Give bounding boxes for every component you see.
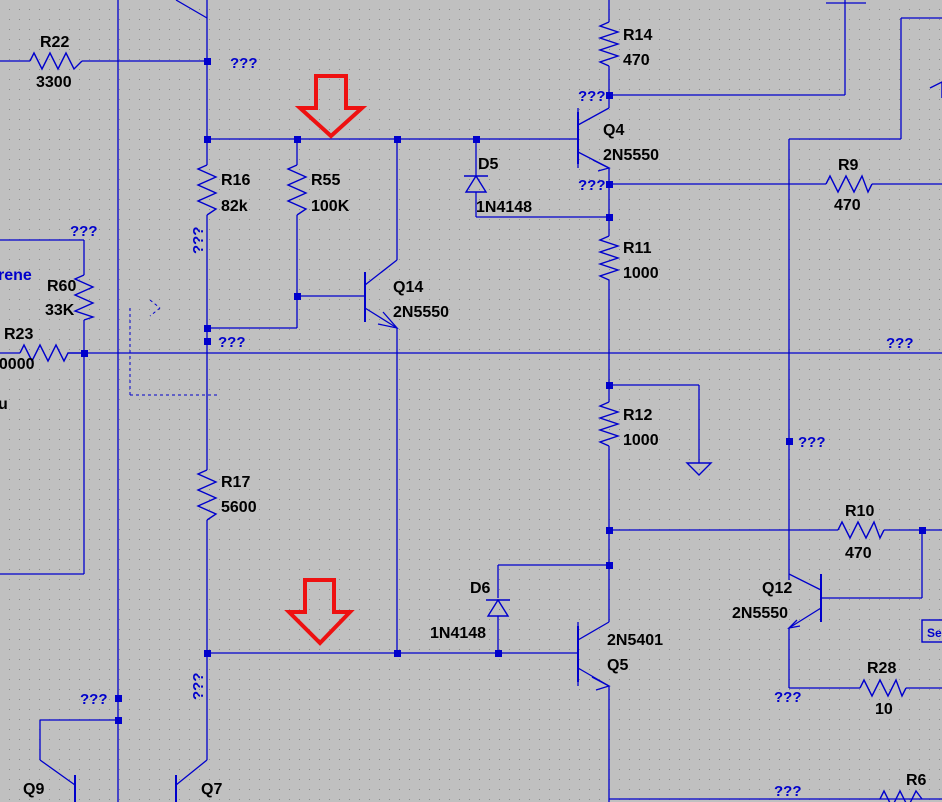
net-label: ??? — [80, 691, 108, 708]
d5-ref: D5 — [478, 156, 499, 173]
r16-value: 82k — [221, 198, 248, 215]
junction-dots — [81, 58, 926, 724]
net-label: ??? — [774, 783, 802, 800]
r60-value: 33K — [45, 302, 75, 319]
r28-ref: R28 — [867, 660, 896, 677]
q5-value: 2N5401 — [607, 632, 663, 649]
arrow-down-icon — [294, 74, 368, 139]
resistor-symbols — [19, 21, 923, 802]
component-labels: R22 3300 R16 82k R55 100K R17 5600 R60 3… — [0, 27, 927, 798]
r55-value: 100K — [311, 198, 350, 215]
r14-ref: R14 — [623, 27, 652, 44]
q4-ref: Q4 — [603, 122, 624, 139]
net-label: ??? — [190, 227, 207, 255]
r17-value: 5600 — [221, 499, 257, 516]
r22-value: 3300 — [36, 74, 72, 91]
r10-value: 470 — [845, 545, 872, 562]
r28-value: 10 — [875, 701, 893, 718]
net-label: ??? — [578, 177, 606, 194]
q4-value: 2N5550 — [603, 147, 659, 164]
r10-ref: R10 — [845, 503, 874, 520]
r9-ref: R9 — [838, 157, 859, 174]
net-label: ??? — [230, 55, 258, 72]
net-label: ??? — [190, 673, 207, 701]
r23-ref: R23 — [4, 326, 33, 343]
r11-ref: R11 — [623, 240, 652, 257]
q12-value: 2N5550 — [732, 605, 788, 622]
q12-ref: Q12 — [762, 580, 792, 597]
r55-ref: R55 — [311, 172, 340, 189]
q7-ref: Q7 — [201, 781, 222, 798]
partial-label: u — [0, 396, 8, 413]
q14-value: 2N5550 — [393, 304, 449, 321]
q9-ref: Q9 — [23, 781, 44, 798]
q14-ref: Q14 — [393, 279, 423, 296]
r12-ref: R12 — [623, 407, 652, 424]
net-label: ??? — [70, 223, 98, 240]
d5-value: 1N4148 — [476, 199, 532, 216]
transistor-bars — [74, 112, 822, 802]
annotation-arrows — [284, 74, 368, 646]
net-label: ??? — [774, 689, 802, 706]
r60-ref: R60 — [47, 278, 76, 295]
arrow-down-icon — [284, 578, 355, 646]
r6-ref: R6 — [906, 772, 927, 789]
r12-value: 1000 — [623, 432, 659, 449]
r11-value: 1000 — [623, 265, 659, 282]
net-label: ??? — [886, 335, 914, 352]
r23-value: 10000 — [0, 356, 35, 373]
transistor-leads — [364, 159, 801, 691]
r16-ref: R16 — [221, 172, 250, 189]
r14-value: 470 — [623, 52, 650, 69]
net-label: ??? — [798, 434, 826, 451]
net-label: ??? — [218, 334, 246, 351]
net-label: ??? — [578, 88, 606, 105]
r17-ref: R17 — [221, 474, 250, 491]
r9-value: 470 — [834, 197, 861, 214]
ground-icon — [685, 462, 713, 476]
edge-symbols — [921, 81, 942, 643]
d6-value: 1N4148 — [430, 625, 486, 642]
r22-ref: R22 — [40, 34, 69, 51]
q5-ref: Q5 — [607, 657, 628, 674]
net-labels: ??? ??? ??? ??? ??? ??? ??? ??? ??? ??? … — [70, 55, 914, 800]
d6-ref: D6 — [470, 580, 491, 597]
partial-net-label: rene — [0, 267, 32, 284]
diode-symbols — [464, 174, 510, 617]
dashed-lines — [129, 299, 218, 396]
partial-box-label: Se — [927, 626, 942, 640]
edge-labels: rene u Se — [0, 267, 942, 640]
